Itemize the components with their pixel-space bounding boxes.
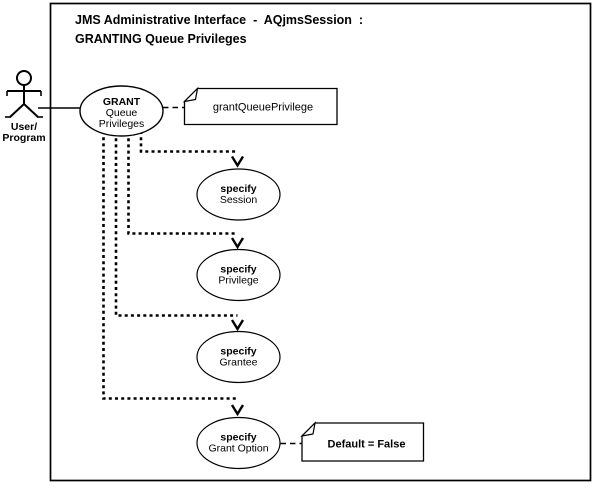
usecase-specify-grant-option-ellipse xyxy=(196,416,281,470)
usecase-specify-session-line2: Session xyxy=(220,194,258,206)
diagram-title-line2: GRANTING Queue Privileges xyxy=(75,32,247,46)
usecase-specify-grantee-ellipse xyxy=(196,330,281,384)
note-method: grantQueuePrivilege xyxy=(182,86,338,126)
dependency-line-session xyxy=(139,131,238,153)
dependency-arrowhead-grantee xyxy=(230,319,245,332)
usecase-specify-grantee-line1: specify xyxy=(220,346,256,358)
actor-label-line1: User/ xyxy=(11,121,37,133)
note-method-fold-icon xyxy=(182,86,199,103)
usecase-specify-grantee-line2: Grantee xyxy=(220,357,258,369)
grant-usecase-label-line1: GRANT xyxy=(103,96,141,108)
usecase-specify-privilege-line1: specify xyxy=(220,264,256,276)
note-default-fold-icon xyxy=(300,421,316,437)
dependency-line-privilege xyxy=(127,132,238,235)
dependency-arrowhead-privilege xyxy=(230,237,245,250)
diagram-frame xyxy=(49,2,592,482)
grant-usecase-ellipse xyxy=(79,85,164,137)
usecase-specify-session-ellipse xyxy=(196,168,281,221)
grant-usecase-label-line3: Privileges xyxy=(99,118,145,130)
diagram-title-line1: JMS Administrative Interface - AQjmsSess… xyxy=(75,13,363,27)
user-actor-icon xyxy=(5,70,43,118)
dependency-line-grant-option xyxy=(102,131,238,400)
usecase-specify-privilege-line2: Privilege xyxy=(218,275,258,287)
usecase-specify-grant-option-line1: specify xyxy=(220,432,256,444)
dependency-arrowhead-session xyxy=(230,155,245,168)
actor-left-leg xyxy=(9,103,25,118)
actor-label-line2: Program xyxy=(2,132,45,144)
usecase-specify-grant-option-line2: Grant Option xyxy=(208,443,268,455)
usecase-specify-privilege-ellipse xyxy=(196,248,281,302)
usecase-specify-session-line1: specify xyxy=(220,183,256,195)
note-default-text: Default = False xyxy=(328,439,406,451)
note-method-text: grantQueuePrivilege xyxy=(213,102,313,114)
dependency-arrowhead-grant-option xyxy=(230,404,245,417)
note-default: Default = False xyxy=(300,421,425,462)
grant-usecase-label-line2: Queue xyxy=(106,107,138,119)
actor-right-leg xyxy=(23,103,39,118)
